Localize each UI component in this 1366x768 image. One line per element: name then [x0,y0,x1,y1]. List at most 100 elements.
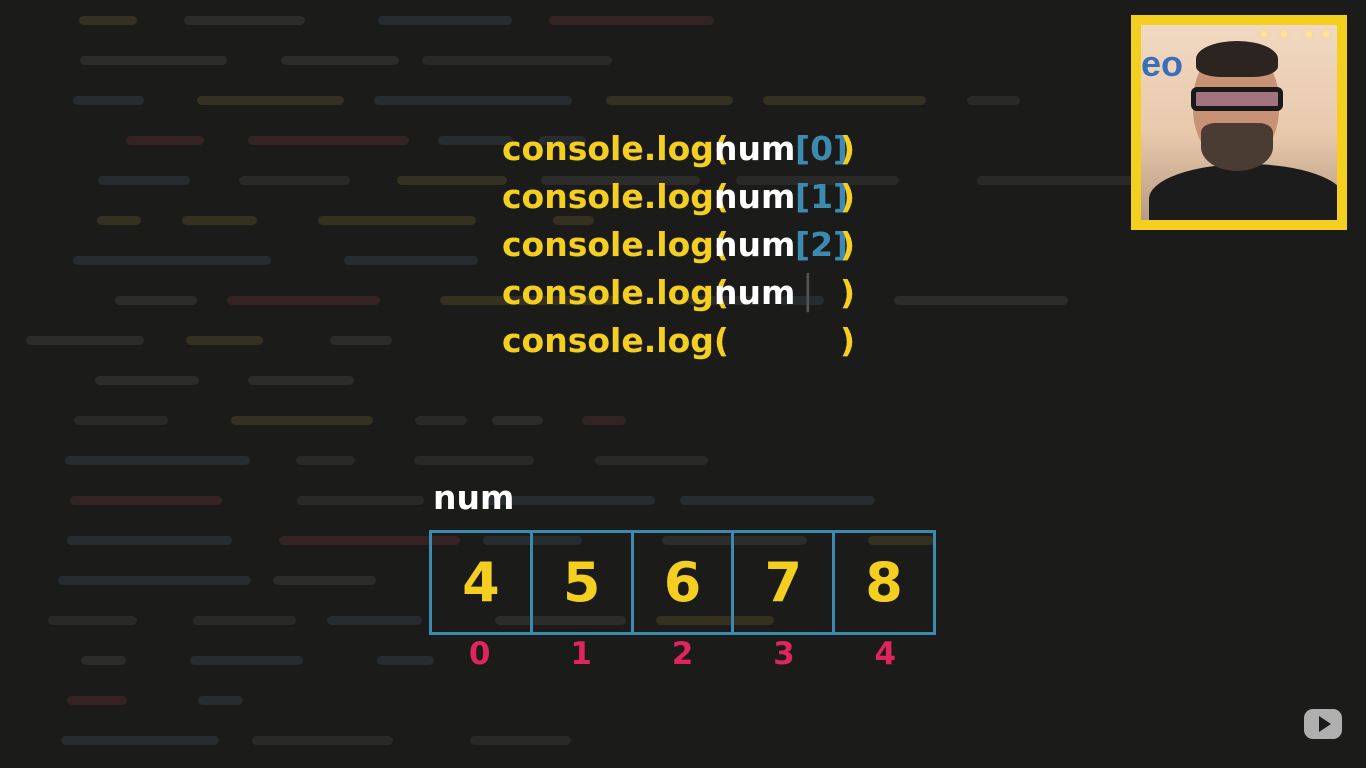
code-close-paren: ) [840,177,856,216]
code-variable: num [714,225,796,264]
background-code-line [79,56,228,65]
background-code-line [247,136,410,145]
background-code-line [190,656,304,665]
array-index: 4 [874,636,897,672]
background-code-line [73,96,144,105]
code-function: console.log( [502,273,729,312]
youtube-play-icon[interactable] [1304,709,1342,739]
background-code-line [239,176,350,185]
background-code-line [61,736,219,745]
background-code-line [248,376,355,385]
background-code-line [329,336,392,345]
background-code-line [893,296,1069,305]
background-code-line [679,496,876,505]
play-icon [1318,716,1331,732]
background-code-line [65,456,251,465]
background-code-line [581,416,627,425]
background-code-line [252,736,393,745]
background-code-line [377,16,512,25]
background-code-line [396,176,507,185]
array-index: 3 [773,636,795,672]
code-index: [2] [795,225,849,264]
background-code-line [26,336,145,345]
code-variable: num [714,129,796,168]
background-code-line [94,376,200,385]
array-index: 1 [570,636,592,672]
code-function: console.log( [502,129,729,168]
background-code-line [66,536,233,545]
array-diagram: 4 5 6 7 8 [429,530,936,635]
array-index: 2 [671,636,694,672]
code-variable: num [714,177,796,216]
code-function: console.log( [502,321,729,360]
array-cell: 5 [532,530,634,635]
background-code-line [183,16,305,25]
background-code-line [414,456,535,465]
presenter-video: eo [1141,25,1337,220]
background-code-line [415,416,468,425]
background-code-line [549,16,715,25]
background-sign: eo [1141,43,1184,84]
background-code-line [97,176,190,185]
array-cell: 8 [835,530,936,635]
background-code-line [867,536,935,545]
code-close-paren: ) [840,129,856,168]
background-code-line [66,696,128,705]
light-icon [1306,31,1312,37]
array-cell: 6 [633,530,735,635]
background-code-line [126,136,204,145]
background-code-line [437,136,514,145]
code-close-paren: ) [840,321,856,360]
light-icon [1323,31,1329,37]
array-indices: 0 1 2 3 4 [429,636,936,672]
background-code-line [439,296,619,305]
background-code-line [495,616,627,625]
light-icon [1261,31,1267,37]
background-code-line [736,176,899,185]
background-code-line [541,176,700,185]
code-close-paren: ) [840,225,856,264]
background-code-line [780,296,824,305]
code-close-paren: ) [840,273,856,312]
background-code-line [469,736,571,745]
background-code-line [762,96,927,105]
background-code-line [81,656,126,665]
background-code-line [226,296,380,305]
code-index: [1] [795,177,849,216]
background-code-line [273,576,376,585]
background-code-line [72,256,272,265]
webcam-overlay: eo [1131,15,1347,230]
code-index: [0] [795,129,849,168]
array-cell: 7 [734,530,836,635]
background-code-line [594,456,709,465]
light-icon [1281,31,1287,37]
array-cell: 4 [429,530,533,635]
code-function: console.log( [502,225,729,264]
background-code-line [115,296,198,305]
background-code-line [74,416,169,425]
array-label: num [433,478,515,517]
code-function: console.log( [502,177,729,216]
array-index: 0 [468,636,491,672]
background-code-line [317,216,476,225]
background-code-line [482,496,656,505]
presenter-shirt [1149,164,1337,220]
background-code-line [278,536,460,545]
background-code-line [656,616,774,625]
background-code-line [96,216,141,225]
background-code-line [553,216,595,225]
background-code-line [377,656,434,665]
background-code-line [343,256,478,265]
background-code-line [421,56,613,65]
background-code-line [182,216,257,225]
background-code-line [231,416,374,425]
background-code-line [295,456,355,465]
background-code-line [69,496,223,505]
presenter-hair [1196,41,1278,77]
background-code-line [605,96,734,105]
background-code-line [185,336,263,345]
background-code-line [967,96,1021,105]
background-code-line [57,576,252,585]
background-code-line [297,496,425,505]
